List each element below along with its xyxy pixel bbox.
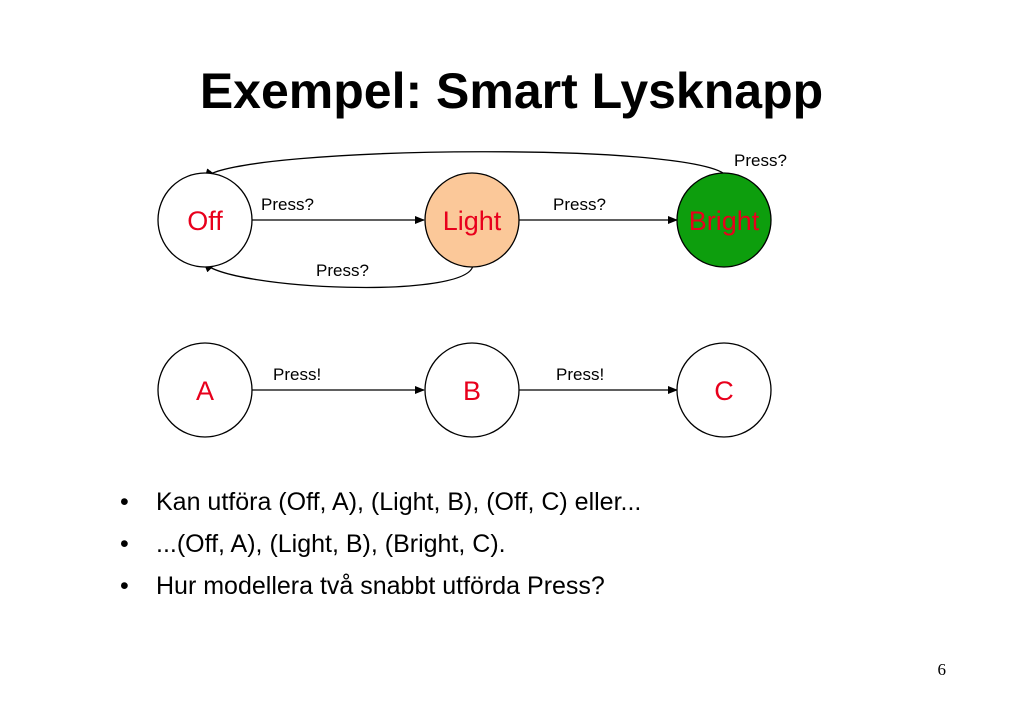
bullet-marker: •: [120, 488, 129, 516]
transition-bright-to-off: [204, 151, 729, 182]
transition-label-bright-to-off: Press?: [734, 151, 787, 170]
bullet-item: • ...(Off, A), (Light, B), (Bright, C).: [120, 523, 641, 565]
transition-label-light-to-off: Press?: [316, 261, 369, 280]
transition-label-light-to-bright: Press?: [553, 195, 606, 214]
state-bright-circle: [676, 172, 772, 268]
state-b-label: B: [463, 376, 481, 406]
bullet-item: • Hur modellera två snabbt utförda Press…: [120, 565, 641, 607]
transition-label-b-to-c: Press!: [556, 365, 604, 384]
bullet-list: • Kan utföra (Off, A), (Light, B), (Off,…: [120, 481, 641, 607]
state-a-circle: [157, 342, 253, 438]
state-c: C: [676, 342, 772, 438]
bullet-item: • Kan utföra (Off, A), (Light, B), (Off,…: [120, 481, 641, 523]
state-c-circle: [676, 342, 772, 438]
transition-label-a-to-b: Press!: [273, 365, 321, 384]
state-a: A: [157, 342, 253, 438]
bullet-text: Hur modellera två snabbt utförda Press?: [156, 572, 605, 600]
state-off-circle: [157, 172, 253, 268]
state-light: Light: [424, 172, 520, 268]
state-a-label: A: [196, 376, 214, 406]
transition-light-to-off: [203, 262, 474, 289]
state-b: B: [424, 342, 520, 438]
state-off: Off: [157, 172, 253, 268]
state-off-label: Off: [187, 206, 223, 236]
bullet-marker: •: [120, 572, 129, 600]
state-light-circle: [424, 172, 520, 268]
slide-title: Exempel: Smart Lysknapp: [199, 63, 824, 119]
bottom-state-machine: Press! Press! A B C: [157, 342, 772, 438]
bullet-text: ...(Off, A), (Light, B), (Bright, C).: [156, 530, 506, 558]
state-bright-label: Bright: [689, 206, 760, 236]
state-bright: Bright: [676, 172, 772, 268]
top-state-machine: Press? Press? Press? Press? Off Light Br…: [157, 151, 787, 289]
page-number: 6: [937, 660, 947, 679]
bullet-marker: •: [120, 530, 129, 558]
state-c-label: C: [714, 376, 734, 406]
state-b-circle: [424, 342, 520, 438]
state-light-label: Light: [443, 206, 502, 236]
bullet-text: Kan utföra (Off, A), (Light, B), (Off, C…: [156, 488, 642, 516]
transition-label-off-to-light: Press?: [261, 195, 314, 214]
